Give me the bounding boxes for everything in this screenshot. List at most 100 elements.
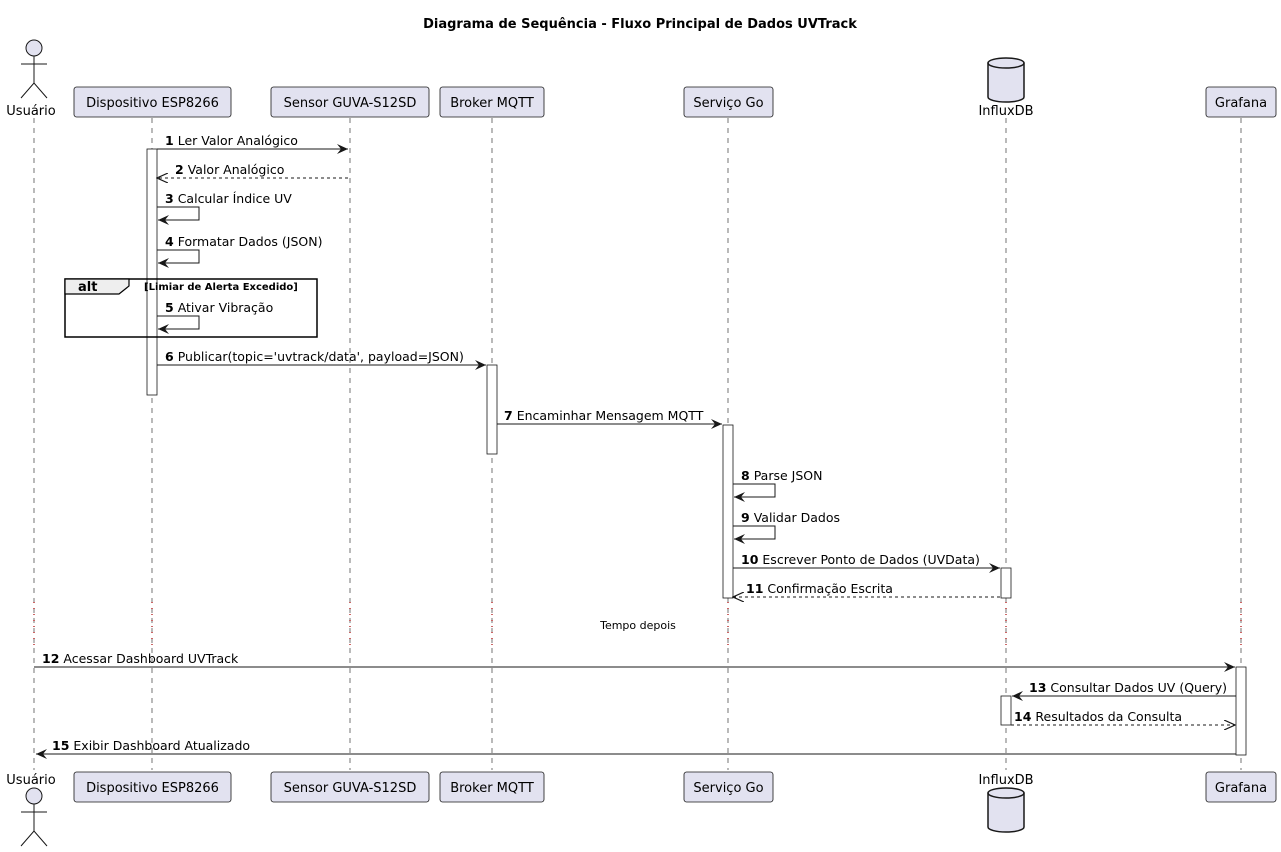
message-text: Ativar Vibração xyxy=(178,300,274,315)
message-number: 1 xyxy=(165,133,174,148)
participant-broker-bottom: Broker MQTT xyxy=(439,771,545,803)
actor-user-bottom-icon xyxy=(20,787,48,847)
message-number: 11 xyxy=(746,581,763,596)
message-number: 13 xyxy=(1029,680,1046,695)
message-text: Exibir Dashboard Atualizado xyxy=(73,738,250,753)
time-divider: Tempo depois xyxy=(33,602,1242,650)
participant-label: Broker MQTT xyxy=(450,781,534,796)
message-arrow xyxy=(733,525,776,544)
activations-layer xyxy=(146,148,1247,756)
message-label: 11 Confirmação Escrita xyxy=(746,581,893,596)
message-label: 12 Acessar Dashboard UVTrack xyxy=(42,651,239,666)
participant-label: Sensor GUVA-S12SD xyxy=(284,781,417,796)
participant-influx-top-label: InfluxDB xyxy=(978,104,1033,119)
message-number: 14 xyxy=(1014,709,1032,724)
participant-box xyxy=(270,771,430,803)
message-number: 2 xyxy=(175,162,184,177)
participant-box xyxy=(683,86,774,118)
message-label: 8 Parse JSON xyxy=(741,468,822,483)
database-body xyxy=(987,787,1025,833)
participant-label: Dispositivo ESP8266 xyxy=(86,96,219,111)
participant-label: Broker MQTT xyxy=(450,96,534,111)
participant-esp-top: Dispositivo ESP8266 xyxy=(73,86,232,118)
activation-bar-esp-1 xyxy=(146,148,158,396)
lifelines-layer xyxy=(33,118,1242,770)
message-number: 6 xyxy=(165,349,174,364)
activation-bar-influx-6 xyxy=(1000,695,1012,726)
message-arrow xyxy=(733,483,776,502)
message-text: Parse JSON xyxy=(754,468,823,483)
participant-box xyxy=(270,86,430,118)
message-15: 15 Exibir Dashboard Atualizado xyxy=(36,738,1236,759)
participant-esp-bottom: Dispositivo ESP8266 xyxy=(73,771,232,803)
message-text: Resultados da Consulta xyxy=(1035,709,1182,724)
message-text: Confirmação Escrita xyxy=(767,581,893,596)
message-text: Acessar Dashboard UVTrack xyxy=(63,651,239,666)
message-arrow xyxy=(157,315,200,334)
actor-head xyxy=(25,787,43,805)
message-text: Ler Valor Analógico xyxy=(178,133,298,148)
activation-bar-grafana-5 xyxy=(1235,666,1247,756)
actor-head xyxy=(25,39,43,57)
message-number: 8 xyxy=(741,468,750,483)
divider-label: Tempo depois xyxy=(599,619,676,632)
diagram-title: Diagrama de Sequência - Fluxo Principal … xyxy=(423,17,857,32)
message-number: 9 xyxy=(741,510,750,525)
alt-fragment-tab xyxy=(64,278,130,295)
message-label: 1 Ler Valor Analógico xyxy=(165,133,298,148)
alt-fragment-condition: [Limiar de Alerta Excedido] xyxy=(144,282,298,293)
participant-sensor-bottom: Sensor GUVA-S12SD xyxy=(270,771,430,803)
alt-fragment-keyword: alt xyxy=(78,280,97,295)
message-13: 13 Consultar Dados UV (Query) xyxy=(1012,680,1236,701)
message-text: Consultar Dados UV (Query) xyxy=(1050,680,1227,695)
message-1: 1 Ler Valor Analógico xyxy=(157,133,348,154)
database-body xyxy=(987,57,1025,103)
participant-box xyxy=(73,771,232,803)
participant-broker-top: Broker MQTT xyxy=(439,86,545,118)
message-text: Valor Analógico xyxy=(188,162,285,177)
message-2: 2 Valor Analógico xyxy=(157,162,348,178)
participant-user-top-label: Usuário xyxy=(6,104,55,119)
participant-go-top: Serviço Go xyxy=(683,86,774,118)
participant-label: Dispositivo ESP8266 xyxy=(86,781,219,796)
message-label: 2 Valor Analógico xyxy=(175,162,284,177)
participant-grafana-top: Grafana xyxy=(1205,86,1277,118)
participant-sensor-top: Sensor GUVA-S12SD xyxy=(270,86,430,118)
message-number: 12 xyxy=(42,651,59,666)
message-label: 13 Consultar Dados UV (Query) xyxy=(1029,680,1227,695)
message-number: 10 xyxy=(741,552,759,567)
message-number: 4 xyxy=(165,234,174,249)
participant-box xyxy=(1205,771,1277,803)
participant-box xyxy=(439,86,545,118)
participant-box xyxy=(439,771,545,803)
message-11: 11 Confirmação Escrita xyxy=(733,581,1000,597)
participant-label: Sensor GUVA-S12SD xyxy=(284,96,417,111)
message-number: 3 xyxy=(165,191,174,206)
activation-bar-influx-4 xyxy=(1000,567,1012,599)
message-number: 15 xyxy=(52,738,69,753)
message-arrow xyxy=(157,249,200,268)
participant-influx-bottom-label: InfluxDB xyxy=(978,773,1033,788)
database-influx-top-icon xyxy=(987,57,1025,103)
participant-label: Serviço Go xyxy=(693,96,763,111)
participant-box xyxy=(683,771,774,803)
activation-bar-broker-2 xyxy=(486,364,498,455)
alt-fragment-frame xyxy=(64,278,318,338)
message-8: 8 Parse JSON xyxy=(733,468,822,502)
